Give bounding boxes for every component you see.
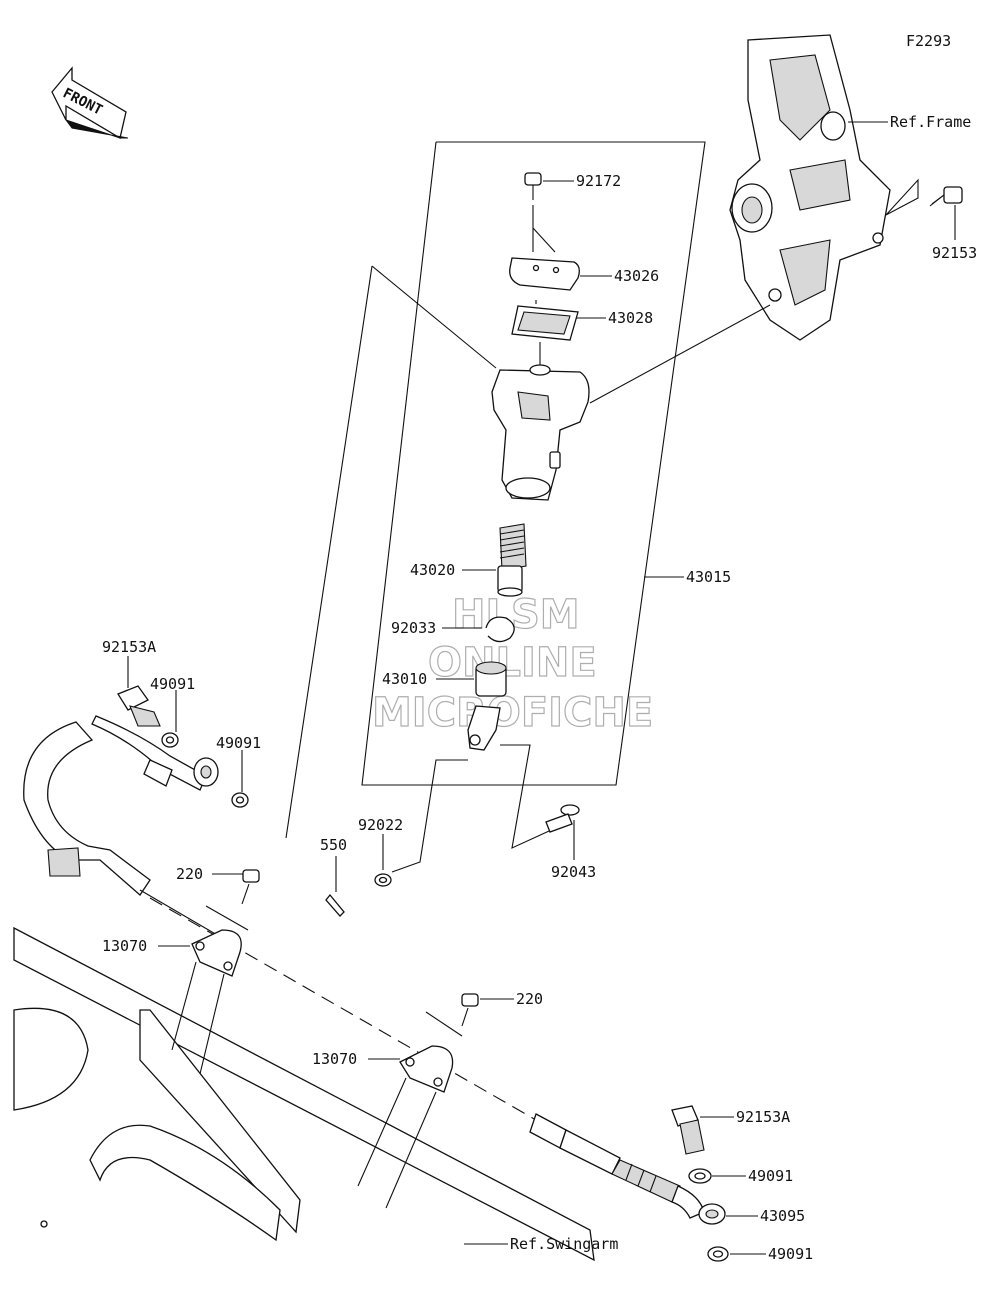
label-49091-a: 49091 <box>150 675 195 693</box>
label-43010: 43010 <box>382 670 427 688</box>
label-92153A-top: 92153A <box>102 638 156 656</box>
front-arrow-icon: FRONT <box>51 66 129 140</box>
washer-92022 <box>374 873 392 887</box>
washer-49091-a <box>161 732 179 748</box>
swingarm-part <box>13 926 595 1262</box>
label-92043: 92043 <box>551 863 596 881</box>
label-92172: 92172 <box>576 172 621 190</box>
screw-92172 <box>524 172 542 200</box>
label-13070-b: 13070 <box>312 1050 357 1068</box>
screw-220-b <box>461 993 479 1027</box>
label-92153: 92153 <box>932 244 977 262</box>
watermark-line1: HLSM <box>452 592 580 638</box>
assembly-outline <box>285 141 706 839</box>
figure-code: F2293 <box>906 32 951 50</box>
label-49091-b: 49091 <box>216 734 261 752</box>
label-92022: 92022 <box>358 816 403 834</box>
pin-92043 <box>545 804 580 833</box>
label-43095: 43095 <box>760 1207 805 1225</box>
label-43028: 43028 <box>608 309 653 327</box>
label-43015: 43015 <box>686 568 731 586</box>
screw-220-a <box>241 869 260 905</box>
washer-49091-c <box>688 1168 712 1184</box>
frame-part <box>729 34 891 341</box>
watermark-line3: MICROFICHE <box>372 690 653 736</box>
bolt-92153 <box>885 178 963 216</box>
hose-lower-end <box>529 1113 726 1225</box>
master-cylinder-body <box>491 364 590 501</box>
diaphragm-43028 <box>511 305 579 341</box>
circlip-92033 <box>485 616 515 643</box>
label-43026: 43026 <box>614 267 659 285</box>
clamp-13070-a <box>191 929 242 977</box>
label-550: 550 <box>320 836 347 854</box>
brake-hose <box>23 715 219 896</box>
clamp-13070-b <box>399 1045 454 1093</box>
label-92153A-bottom: 92153A <box>736 1108 790 1126</box>
label-49091-d: 49091 <box>768 1245 813 1263</box>
watermark: HLSM ONLINE MICROFICHE <box>371 591 653 736</box>
label-220-b: 220 <box>516 990 543 1008</box>
washer-49091-b <box>231 792 249 808</box>
cotter-pin-550 <box>325 893 345 917</box>
ref-frame-label: Ref.Frame <box>890 113 971 131</box>
banjo-bolt-92153A-bottom <box>671 1105 705 1155</box>
ref-swingarm-label: Ref.Swingarm <box>510 1235 618 1253</box>
label-43020: 43020 <box>410 561 455 579</box>
label-220-a: 220 <box>176 865 203 883</box>
label-49091-c: 49091 <box>748 1167 793 1185</box>
spring-43020 <box>497 523 527 597</box>
push-rod-43010 <box>467 661 507 751</box>
label-13070-a: 13070 <box>102 937 147 955</box>
cap-43026 <box>509 257 580 291</box>
banjo-bolt-92153A-top <box>117 685 161 727</box>
washer-49091-d <box>707 1246 729 1262</box>
label-92033: 92033 <box>391 619 436 637</box>
